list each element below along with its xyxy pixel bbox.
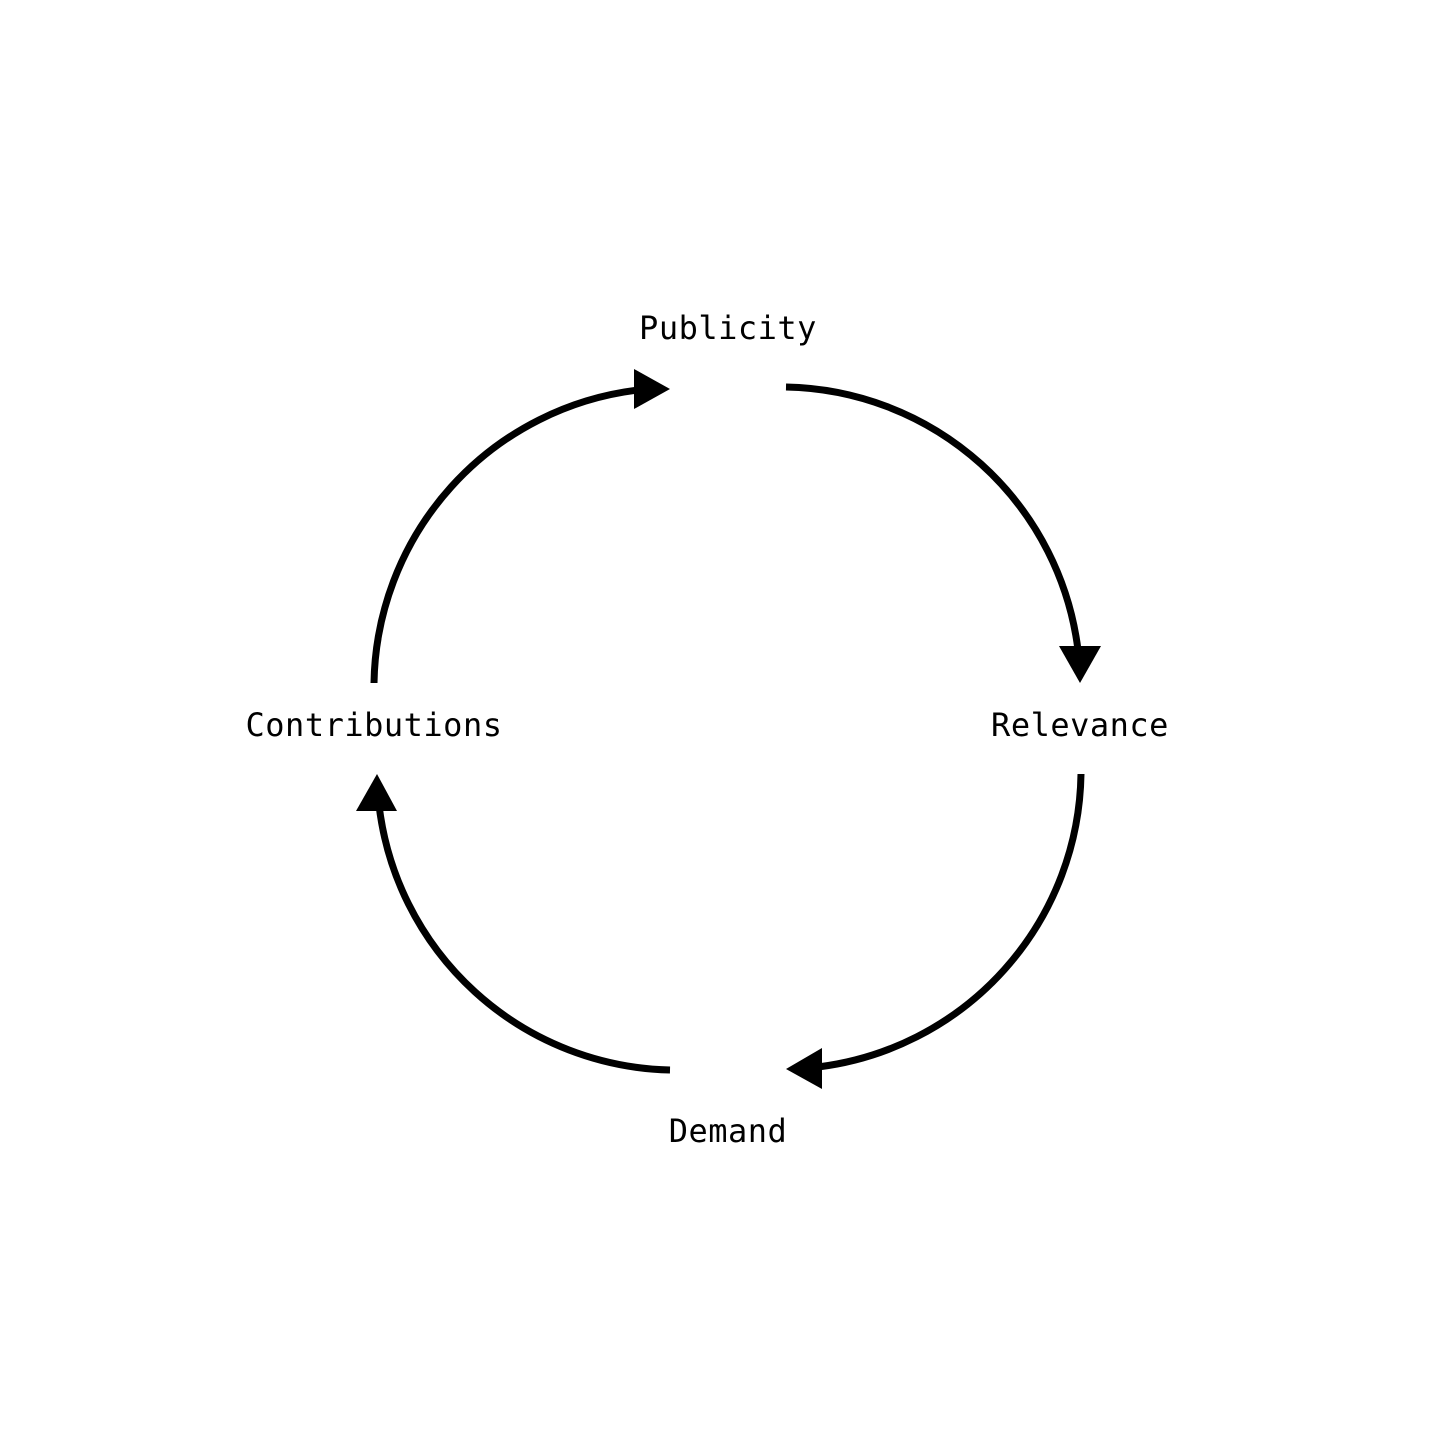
node-label-demand: Demand xyxy=(669,1112,788,1150)
arrow-head-contributions-icon xyxy=(356,774,397,811)
edge-contributions-to-publicity xyxy=(370,386,639,684)
node-label-contributions: Contributions xyxy=(246,706,503,744)
node-label-relevance: Relevance xyxy=(991,706,1169,744)
arrow-head-demand-icon xyxy=(786,1048,822,1089)
edge-publicity-to-relevance xyxy=(785,383,1082,651)
edge-demand-to-contributions xyxy=(375,804,671,1074)
arrow-head-relevance-icon xyxy=(1059,646,1101,683)
arrow-head-publicity-icon xyxy=(634,369,670,409)
node-label-publicity: Publicity xyxy=(639,309,817,347)
edge-relevance-to-demand xyxy=(817,773,1085,1071)
